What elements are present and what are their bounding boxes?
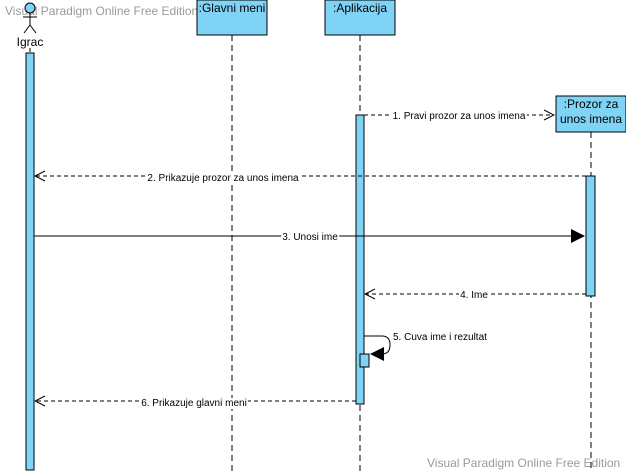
actor-head: [24, 2, 36, 14]
actor-label: Igrac: [17, 35, 44, 49]
participant-glavni-meni[interactable]: :Glavni meni: [196, 0, 268, 36]
activation-igrac: [25, 52, 35, 471]
message-label-background: [146, 173, 301, 184]
message-label-background: [459, 290, 490, 301]
message-1[interactable]: 1. Pravi prozor za unos imena: [364, 111, 554, 122]
activation-aplikacija-self: [359, 353, 370, 368]
activation-prozor: [585, 175, 596, 297]
message-2[interactable]: 2. Prikazuje prozor za unos imena: [35, 173, 586, 184]
participant-prozor-label-line1: :Prozor za: [564, 97, 619, 111]
message-6-label: 6. Prikazuje glavni meni: [141, 398, 247, 409]
message-4[interactable]: 4. Ime: [365, 290, 586, 301]
message-5-arrow: [364, 335, 391, 361]
message-label-background: [391, 111, 527, 122]
watermark-top: Visual Paradigm Online Free Edition: [5, 4, 199, 18]
message-5[interactable]: 5. Cuva ime i rezultat: [364, 332, 489, 361]
message-5-label: 5. Cuva ime i rezultat: [393, 332, 487, 343]
participant-aplikacija-label: :Aplikacija: [333, 1, 387, 15]
message-3[interactable]: 3. Unosi ime: [34, 229, 585, 243]
actor-leg-right: [29, 24, 37, 34]
message-label-background: [140, 398, 248, 409]
participant-prozor-label-line2: unos imena: [560, 112, 622, 126]
participant-prozor[interactable]: :Prozor za unos imena: [555, 95, 626, 133]
participant-aplikacija[interactable]: :Aplikacija: [324, 0, 396, 36]
message-3-label: 3. Unosi ime: [282, 232, 338, 243]
actor-leg-left: [23, 24, 31, 34]
actor-igrac[interactable]: Igrac: [17, 2, 44, 49]
message-label-background: [392, 332, 489, 343]
participant-prozor-box: [555, 95, 626, 133]
watermark-bottom: Visual Paradigm Online Free Edition: [427, 456, 621, 470]
participant-aplikacija-box: [324, 0, 396, 36]
message-1-label: 1. Pravi prozor za unos imena: [393, 111, 526, 122]
message-2-label: 2. Prikazuje prozor za unos imena: [147, 173, 299, 184]
message-4-label: 4. Ime: [460, 290, 488, 301]
participant-glavni-meni-label: :Glavni meni: [199, 1, 266, 15]
message-6[interactable]: 6. Prikazuje glavni meni: [35, 398, 356, 409]
activation-aplikacija: [355, 114, 365, 405]
message-label-background: [281, 232, 340, 243]
